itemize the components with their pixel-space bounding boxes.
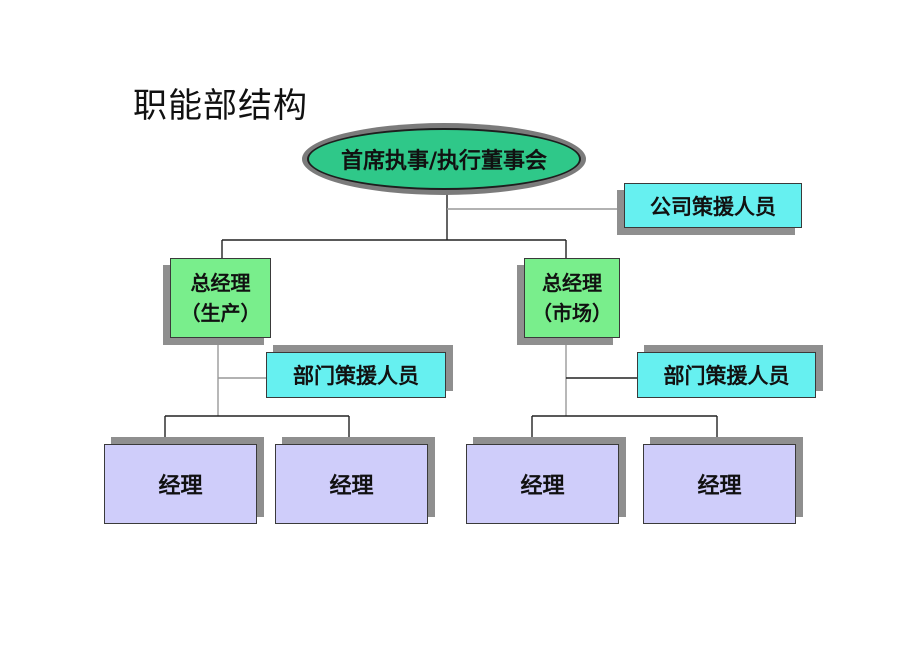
dept-staff-right-box: 部门策援人员 [637,352,816,398]
gm-market-title: 总经理 [542,271,602,295]
page-title: 职能部结构 [133,86,308,126]
gm-market-box: 总经理 （市场） [524,258,620,338]
dept-staff-right-label: 部门策援人员 [663,364,790,388]
dept-staff-left-box: 部门策援人员 [266,352,446,398]
gm-production-dept: （生产） [180,301,261,325]
top-node-label: 首席执事/执行董事会 [340,149,548,174]
manager-label-1: 经理 [158,474,203,499]
company-staff-box: 公司策援人员 [624,183,802,228]
dept-staff-left-label: 部门策援人员 [293,364,419,388]
manager-box-2: 经理 [275,444,428,524]
manager-label-3: 经理 [520,474,565,499]
top-node-board: 首席执事/执行董事会 [307,128,581,190]
company-staff-label: 公司策援人员 [650,194,776,219]
gm-production-title: 总经理 [190,271,251,295]
manager-label-2: 经理 [329,474,374,499]
manager-box-3: 经理 [466,444,619,524]
gm-market-dept: （市场） [532,301,612,325]
manager-label-4: 经理 [697,474,742,499]
manager-box-1: 经理 [104,444,257,524]
gm-production-box: 总经理 （生产） [170,258,271,338]
manager-box-4: 经理 [643,444,796,524]
